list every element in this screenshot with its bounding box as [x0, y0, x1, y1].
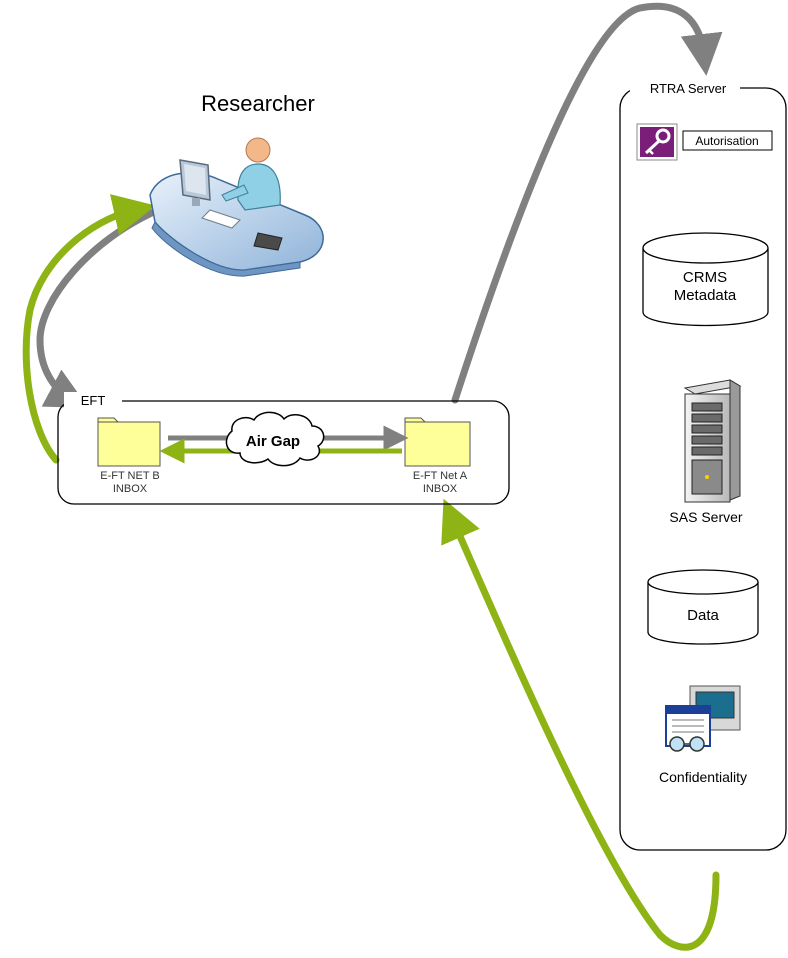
- flow-researcher-to-eft-arrow: [36, 206, 162, 408]
- flow-to-rtra-arrow: [451, 2, 723, 404]
- crms-metadata-database-icon: [642, 232, 769, 327]
- inbox-b-line1: E-FT NET B: [100, 470, 160, 482]
- researcher-workstation-icon: [149, 137, 324, 277]
- inbox-b-folder-icon: [97, 417, 161, 467]
- sas-server-label: SAS Server: [669, 509, 742, 525]
- inbox-a-line2: INBOX: [423, 483, 458, 495]
- inbox-b-line2: INBOX: [113, 483, 148, 495]
- air-gap-cloud-icon: [225, 411, 325, 467]
- rtra-server-group-label: RTRA Server: [650, 81, 727, 96]
- autorisation-tag: [682, 130, 773, 151]
- eft-group-box: [57, 400, 510, 505]
- inbox-a-line1: E-FT Net A: [413, 470, 468, 482]
- inbox-a-folder-icon: [404, 417, 471, 467]
- crms-line2: Metadata: [674, 287, 737, 304]
- confidentiality-icon: [665, 685, 741, 752]
- flow-from-rtra-arrow: [441, 498, 720, 951]
- eft-group-label: EFT: [81, 393, 106, 408]
- researcher-title: Researcher: [201, 91, 315, 116]
- autorisation-label: Autorisation: [695, 134, 758, 148]
- data-label: Data: [687, 607, 719, 624]
- data-database-icon: [647, 569, 759, 645]
- sas-server-icon: [683, 379, 742, 503]
- flow-eft-to-researcher-arrow: [22, 194, 156, 464]
- confidentiality-label: Confidentiality: [659, 769, 747, 785]
- air-gap-label: Air Gap: [246, 433, 300, 450]
- autorisation-key-icon: [636, 123, 678, 161]
- crms-line1: CRMS: [683, 269, 727, 286]
